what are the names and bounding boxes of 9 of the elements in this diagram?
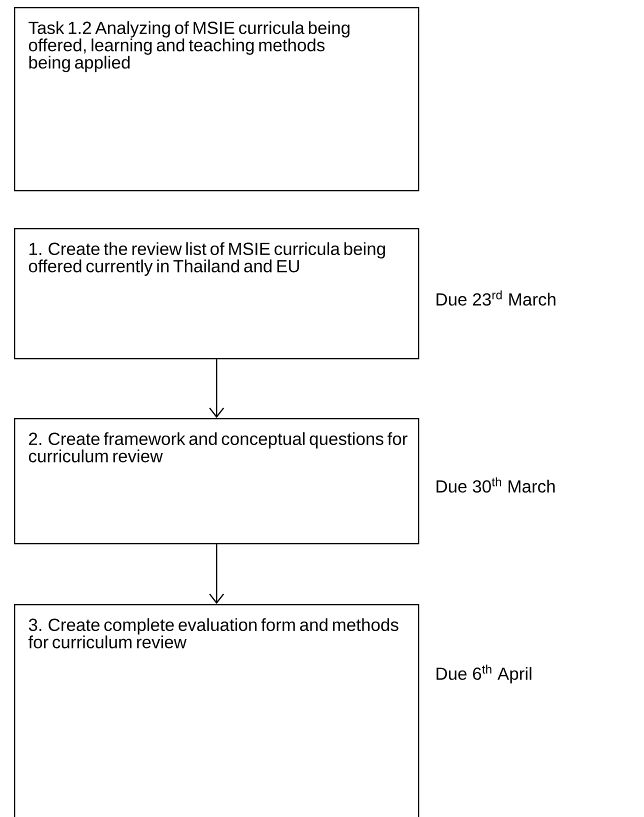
process-box: 3. Create complete evaluation form and methods for curriculum review xyxy=(14,604,420,817)
process-box: 1. Create the review list of MSIE curricula being offered currently in Thailand and EU xyxy=(14,228,420,360)
due-date: Due 6$^{th}$ April xyxy=(436,664,532,684)
due-date: Due 23$^{rd}$ March xyxy=(436,290,556,306)
arrow xyxy=(209,359,224,418)
arrow xyxy=(209,544,224,604)
process-box: 2. Create framework and conceptual questions for curriculum review xyxy=(14,418,420,544)
process-box: Task 1.2 Analyzing of MSIE curricula being offered, learning and teaching methods being applied xyxy=(14,7,420,192)
due-date: Due 30$^{th}$ March xyxy=(436,477,555,493)
